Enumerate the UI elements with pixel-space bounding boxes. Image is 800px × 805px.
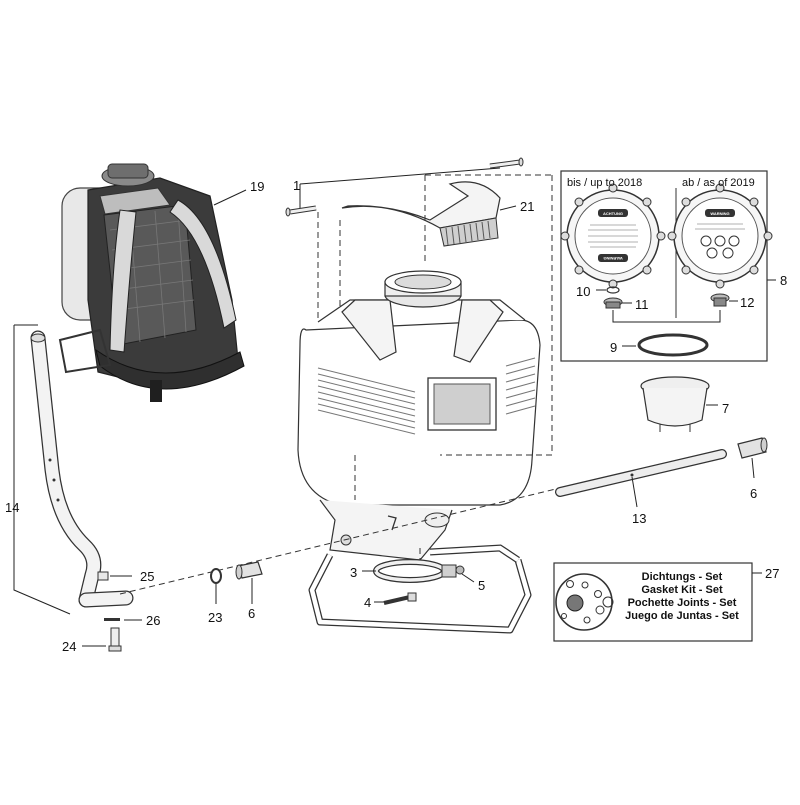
valve-part-11 bbox=[603, 297, 623, 309]
handle-part-21 bbox=[341, 181, 501, 247]
callout-1: 1 bbox=[293, 178, 300, 193]
tank-cap-new-version bbox=[667, 183, 773, 289]
nut-part-6-left bbox=[235, 561, 263, 580]
valve-part-12 bbox=[710, 293, 730, 307]
hose-tube-part-13 bbox=[555, 449, 727, 497]
callout-19: 19 bbox=[250, 179, 264, 194]
callout-4: 4 bbox=[364, 595, 371, 610]
leader-line-21 bbox=[499, 205, 517, 211]
callout-13: 13 bbox=[632, 511, 646, 526]
gasket-kit-label-en: Gasket Kit - Set bbox=[641, 584, 723, 596]
leader-line-13 bbox=[631, 476, 638, 508]
washer-part-23 bbox=[210, 568, 222, 584]
callout-6-right: 6 bbox=[750, 486, 757, 501]
new-cap-label-warning: WARNING bbox=[710, 211, 729, 216]
callout-10: 10 bbox=[576, 284, 590, 299]
gasket-kit-box bbox=[553, 562, 762, 642]
gasket-kit-label-es: Juego de Juntas - Set bbox=[625, 610, 739, 622]
o-ring-part-10 bbox=[606, 286, 620, 294]
callout-14: 14 bbox=[5, 500, 19, 515]
leader-line-19 bbox=[213, 189, 247, 206]
callout-25: 25 bbox=[140, 569, 154, 584]
bolt-part-4 bbox=[383, 592, 417, 605]
tank-strap-clamp-part bbox=[373, 559, 465, 583]
callout-5: 5 bbox=[478, 578, 485, 593]
clip-part-26 bbox=[104, 618, 120, 621]
leader-line-5 bbox=[461, 573, 475, 583]
tank-part bbox=[297, 270, 541, 561]
callout-23: 23 bbox=[208, 610, 222, 625]
callout-12: 12 bbox=[740, 295, 754, 310]
callout-6-left: 6 bbox=[248, 606, 255, 621]
gasket-part-9 bbox=[637, 333, 709, 357]
strainer-basket-part-7 bbox=[640, 376, 710, 432]
wand-lance-part bbox=[13, 324, 134, 615]
tank-cap-old-version bbox=[560, 183, 666, 289]
old-cap-label-warning: ACHTUNG bbox=[603, 211, 623, 216]
old-cap-label-warning-inverted: WARNING bbox=[603, 256, 622, 261]
gasket-kit-label-fr: Pochette Joints - Set bbox=[628, 597, 737, 609]
callout-11: 11 bbox=[635, 297, 649, 312]
version-header-as-of-2019: ab / as of 2019 bbox=[682, 177, 755, 189]
callout-3: 3 bbox=[350, 565, 357, 580]
leader-line-1 bbox=[299, 167, 501, 185]
callout-27: 27 bbox=[765, 566, 779, 581]
gasket-kit-label-de: Dichtungs - Set bbox=[642, 571, 723, 583]
callout-8: 8 bbox=[780, 273, 787, 288]
pin-part-24 bbox=[108, 627, 122, 652]
callout-7: 7 bbox=[722, 401, 729, 416]
backpack-assembly-illustration bbox=[58, 163, 245, 402]
callout-9: 9 bbox=[610, 340, 617, 355]
valve-connector-line bbox=[612, 310, 721, 323]
leader-line-6-right bbox=[751, 457, 755, 479]
nut-part-6-right bbox=[737, 437, 768, 459]
callout-24: 24 bbox=[62, 639, 76, 654]
version-header-up-to-2018: bis / up to 2018 bbox=[567, 177, 642, 189]
assembly-dashed-lines bbox=[119, 174, 561, 595]
callout-26: 26 bbox=[146, 613, 160, 628]
base-frame-part bbox=[308, 544, 532, 634]
callout-21: 21 bbox=[520, 199, 534, 214]
pin-part-1 bbox=[285, 157, 524, 217]
